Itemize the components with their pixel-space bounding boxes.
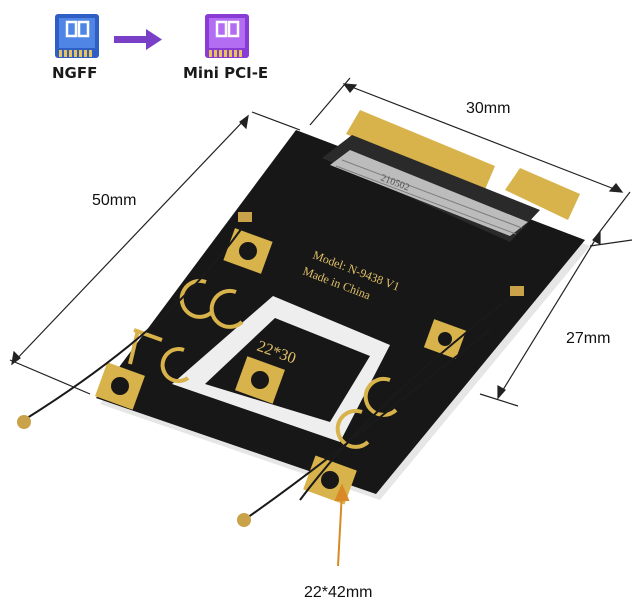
- ngff-chip-icon: [53, 12, 101, 60]
- edge-connector-left: [346, 110, 495, 192]
- dimension-lines: [9, 77, 633, 407]
- ngff-label: NGFF: [52, 64, 98, 82]
- antenna-connectors: [17, 212, 524, 527]
- slot-pointer-arrow: [334, 483, 350, 567]
- dimension-length-label: 50mm: [92, 192, 137, 209]
- antenna-cables: [23, 227, 513, 521]
- mini-pcie-chip-icon: [203, 12, 251, 60]
- right-arrow-icon: [112, 28, 164, 50]
- certification-marks: [128, 278, 398, 449]
- dimension-width-label: 30mm: [466, 100, 511, 117]
- dimension-slot-label: 22*42mm: [304, 584, 373, 601]
- dimension-mount-label: 27mm: [566, 330, 611, 347]
- mini-pcie-label: Mini PCI-E: [183, 64, 269, 82]
- edge-connector-right: [505, 168, 580, 220]
- pcb-board: [96, 130, 585, 494]
